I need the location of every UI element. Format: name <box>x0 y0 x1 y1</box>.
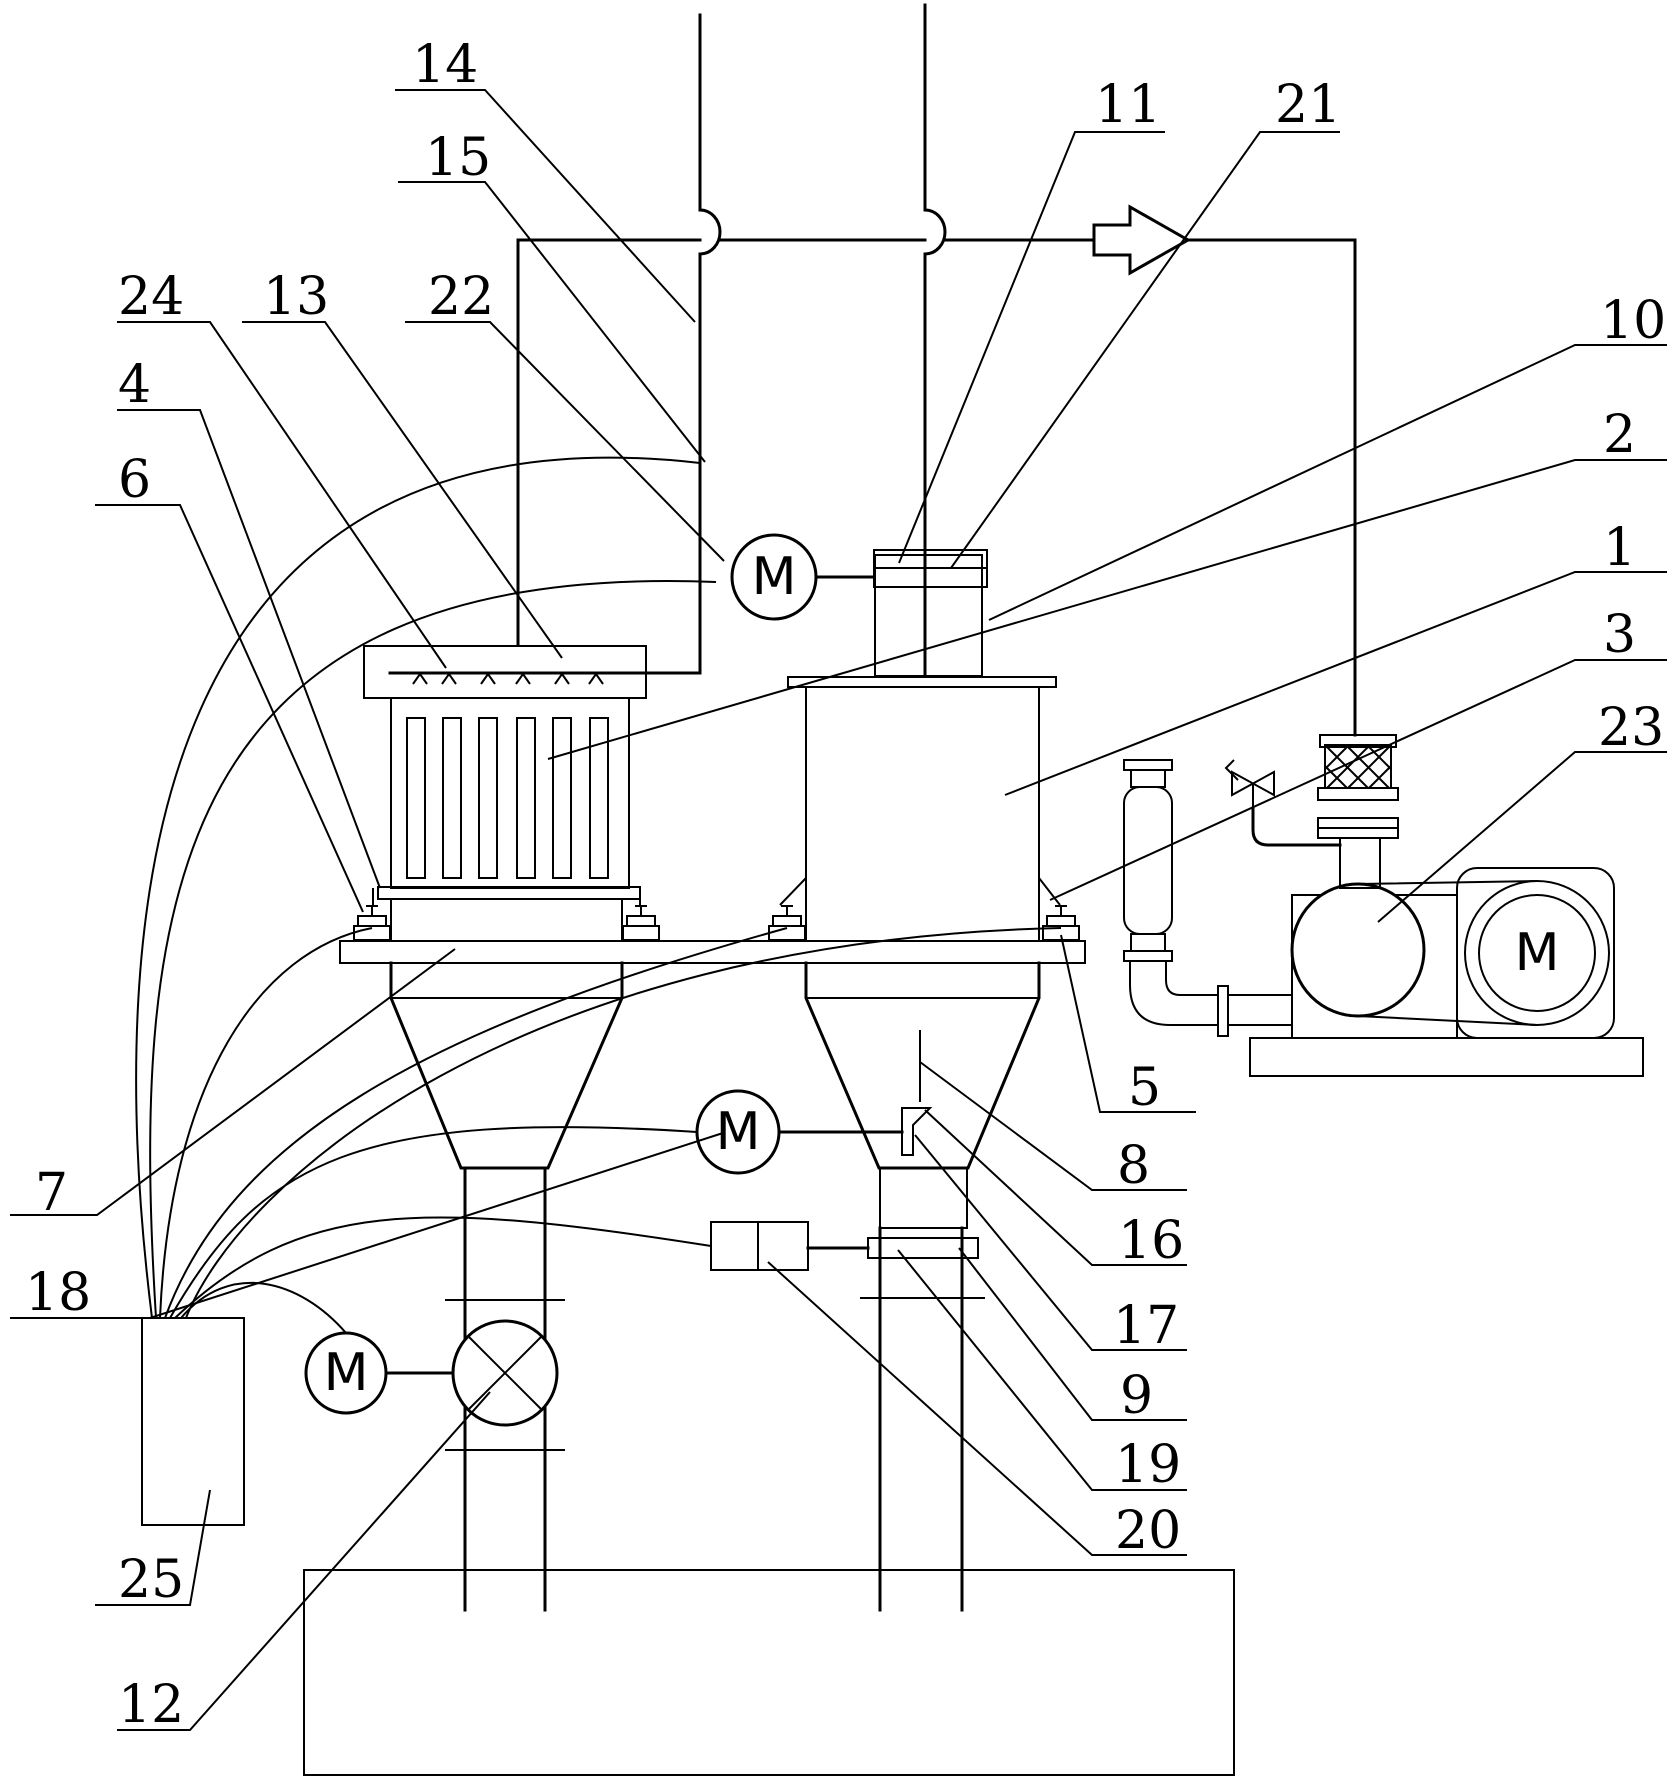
label-1: 1 <box>1603 518 1636 578</box>
exhaust-pipe <box>1129 961 1218 1026</box>
relief-valve-pipe <box>1251 806 1342 847</box>
filter-lower-shell <box>390 898 623 942</box>
label-24: 24 <box>118 267 184 327</box>
silencer-bottom-flange <box>1123 950 1173 962</box>
support-bracket-left <box>372 888 641 905</box>
pump-belt <box>1357 880 1538 1026</box>
pump-motor-symbol: M <box>1515 923 1560 983</box>
support-bracket-right <box>779 877 1061 906</box>
label-20: 20 <box>1115 1501 1181 1561</box>
bevel-gear-17 <box>901 1107 933 1156</box>
filter-body <box>390 697 630 889</box>
label-16: 16 <box>1118 1211 1184 1271</box>
label-9: 9 <box>1120 1366 1153 1426</box>
relief-valve-stem <box>1224 759 1254 808</box>
silencer-top-flange <box>1123 759 1173 771</box>
relief-valve-icon <box>1231 770 1275 797</box>
pump-casing <box>1290 882 1426 1018</box>
pump-motor-icon <box>1478 894 1596 1012</box>
label-3: 3 <box>1603 605 1636 665</box>
support-platform <box>339 940 1086 964</box>
label-5: 5 <box>1128 1058 1161 1118</box>
label-18: 18 <box>25 1263 91 1323</box>
signal-wires <box>135 456 1062 1334</box>
pipe-center-vertical <box>923 3 947 678</box>
load-cells <box>353 905 1080 941</box>
actuator-20 <box>710 1221 809 1271</box>
label-23: 23 <box>1598 698 1664 758</box>
label-17: 17 <box>1113 1296 1179 1356</box>
left-hopper <box>389 961 624 1170</box>
vessel-cone <box>804 961 1041 1170</box>
label-11: 11 <box>1095 75 1161 135</box>
valve-motor-symbol: M <box>324 1343 369 1403</box>
control-box-25 <box>141 1317 245 1526</box>
label-14: 14 <box>412 35 478 95</box>
pump-inlet-neck <box>1339 837 1381 889</box>
flow-arrow-icon <box>1092 204 1192 276</box>
label-6: 6 <box>118 450 151 510</box>
label-13: 13 <box>263 267 329 327</box>
label-10: 10 <box>1600 291 1666 351</box>
label-22: 22 <box>428 267 494 327</box>
label-25: 25 <box>118 1550 184 1610</box>
exhaust-flange <box>1217 985 1229 1037</box>
vessel-body <box>805 686 1040 942</box>
rotary-valve-cross <box>467 1335 543 1411</box>
spray-nozzles <box>412 672 604 685</box>
label-21: 21 <box>1275 75 1341 135</box>
silencer-neck <box>1130 769 1166 788</box>
vessel-neck <box>874 554 983 677</box>
vessel-outlet <box>879 1167 968 1229</box>
label-12: 12 <box>118 1675 184 1735</box>
label-7: 7 <box>35 1163 68 1223</box>
pipe-14 <box>641 13 722 675</box>
agitator-motor-symbol: M <box>716 1102 761 1162</box>
label-2: 2 <box>1603 405 1636 465</box>
silencer-body <box>1123 786 1173 935</box>
foundation-base <box>303 1569 1235 1776</box>
filter-bags <box>406 717 609 879</box>
silencer-bottom-neck <box>1130 933 1166 952</box>
exhaust-to-pump <box>1228 994 1292 1026</box>
label-19: 19 <box>1115 1435 1181 1495</box>
pump-filter-element <box>1324 744 1392 789</box>
label-15: 15 <box>425 128 491 188</box>
pump-filter-mesh <box>1324 744 1392 789</box>
leader-lines <box>10 89 1667 1731</box>
label-4: 4 <box>118 355 151 415</box>
stirrer-motor-symbol: M <box>752 547 797 607</box>
pump-base <box>1249 1037 1644 1077</box>
vessel-lid <box>787 676 1057 688</box>
return-line <box>516 238 1357 737</box>
label-8: 8 <box>1117 1136 1150 1196</box>
pump-filter-flange <box>1317 787 1399 801</box>
